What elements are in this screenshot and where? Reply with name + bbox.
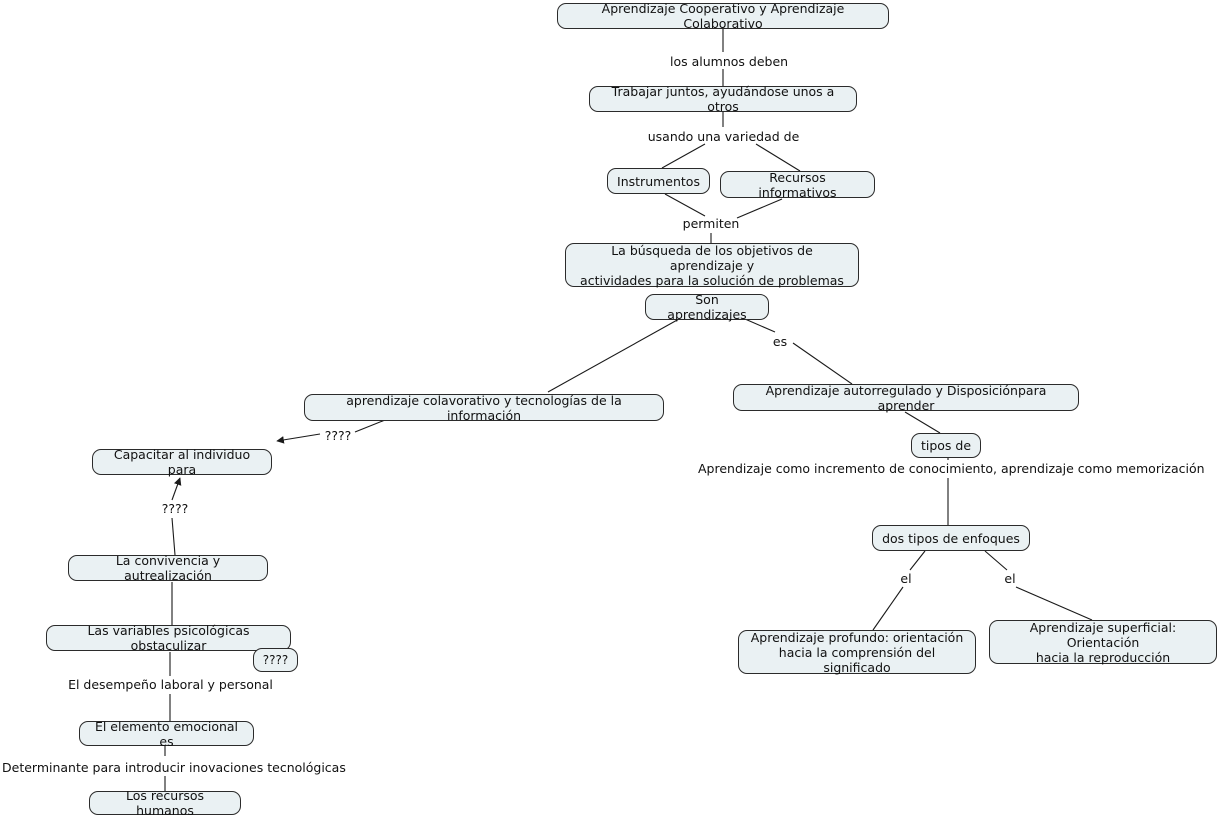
edge-autorregulado-to-tiposde [904,411,941,434]
node-instrumentos[interactable]: Instrumentos [607,168,710,194]
edge-es-to-autorregulado [792,342,853,385]
node-variables-psicologicas[interactable]: Las variables psicológicas obstaculizar [46,623,291,653]
link-label-el-1: el [900,571,912,586]
node-question-marks-small[interactable]: ???? [253,648,298,672]
node-capacitar-individuo[interactable]: Capacitar al individuo para [92,447,272,477]
edge-el1-to-profundo [872,586,904,631]
node-trabajar-juntos[interactable]: Trabajar juntos, ayudándose unos a otros [589,84,857,114]
link-label-question-capacitar: ???? [161,501,189,516]
node-convivencia-autrealizacion[interactable]: La convivencia y autrealización [68,553,268,583]
edge-qlabel-to-capacitar-up [171,477,182,501]
link-label-question-left: ???? [324,428,352,443]
node-tipos-de[interactable]: tipos de [911,433,981,458]
edge-instrumentos-to-permiten [664,193,706,217]
edge-qlabel-to-capacitar [276,433,321,444]
link-label-usando-variedad: usando una variedad de [647,129,800,144]
node-aprendizaje-colavorativo[interactable]: aprendizaje colavorativo y tecnologías d… [304,393,664,423]
node-aprendizaje-profundo[interactable]: Aprendizaje profundo: orientación hacia … [738,630,976,675]
node-aprendizaje-superficial[interactable]: Aprendizaje superficial: Orientación hac… [989,620,1217,665]
link-label-es: es [772,334,788,349]
node-recursos-informativos[interactable]: Recursos informativos [720,170,875,200]
node-aprendizaje-autorregulado[interactable]: Aprendizaje autorregulado y Disposiciónp… [733,383,1079,413]
edge-dosenfoques-to-el1 [909,550,926,571]
link-label-desempeno-laboral: El desempeño laboral y personal [68,677,273,692]
edge-usando-to-recursos [755,143,801,172]
link-label-permiten: permiten [682,216,740,231]
node-root[interactable]: Aprendizaje Cooperativo y Aprendizaje Co… [557,1,889,31]
node-elemento-emocional[interactable]: El elemento emocional es [79,719,254,749]
edge-el2-to-superficial [1015,586,1093,621]
link-label-determinante-inovaciones: Determinante para introducir inovaciones… [2,760,346,775]
link-label-tipos-aprendizaje-texto: Aprendizaje como incremento de conocimie… [698,461,1205,476]
edge-dosenfoques-to-el2 [984,550,1008,571]
node-dos-tipos-de-enfoques[interactable]: dos tipos de enfoques [872,525,1030,551]
link-label-el-2: el [1004,571,1016,586]
edge-son-to-colaborativo [547,318,680,393]
link-label-los-alumnos-deben: los alumnos deben [670,54,789,69]
edge-usando-to-instrumentos [661,143,706,169]
node-busqueda-objetivos[interactable]: La búsqueda de los objetivos de aprendiz… [565,243,859,288]
node-recursos-humanos[interactable]: Los recursos humanos [89,788,241,817]
node-son-aprendizajes[interactable]: Son aprendizajes [645,292,769,322]
edge-convivencia-to-qlabel [171,517,176,556]
